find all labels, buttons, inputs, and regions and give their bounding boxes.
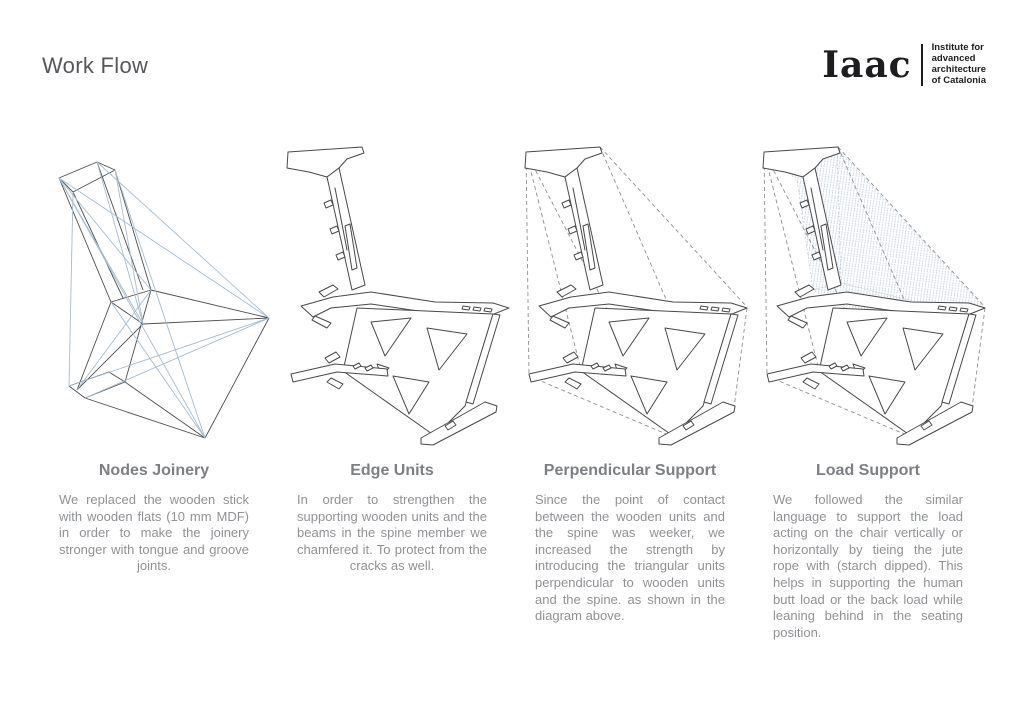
iaac-logo: Iaac Institute for advanced architecture… [822,42,986,88]
perpendicular-support-diagram [513,140,748,448]
column-body-text: We followed the similar language to supp… [773,492,963,640]
column-perpendicular-support: Perpendicular Support Since the point of… [512,140,748,641]
page-title: Work Flow [42,52,149,78]
tagline-line: advanced [931,53,976,65]
tagline-line: Institute for [931,42,984,54]
chair-rope-webbing-icon [762,146,985,446]
chair-outline-icon [286,146,509,446]
nodes-joinery-diagram [37,140,272,448]
load-support-diagram [751,140,986,448]
column-edge-units: Edge Units In order to strengthen the su… [274,140,510,641]
logo-tagline: Institute for advanced architecture of C… [932,42,986,88]
workflow-columns: Nodes Joinery We replaced the wooden sti… [36,140,988,641]
column-heading: Perpendicular Support [543,462,717,479]
column-nodes-joinery: Nodes Joinery We replaced the wooden sti… [36,140,272,641]
logo-divider [920,44,923,86]
column-heading: Edge Units [350,462,434,479]
tagline-line: architecture [931,64,986,75]
edge-units-diagram [275,140,510,448]
iaac-wordmark-text: Iaac [822,44,912,86]
column-load-support: Load Support We followed the similar lan… [750,140,986,641]
column-heading: Nodes Joinery [98,462,210,479]
tagline-line: of Catalonia [931,74,986,86]
column-body-text: In order to strengthen the supporting wo… [297,492,487,574]
wireframe-chair-icon [58,161,269,439]
column-body-text: We replaced the wooden stick with wooden… [59,492,249,574]
column-body-text: Since the point of contact between the w… [535,492,725,624]
chair-dashed-supports-icon [524,146,747,446]
column-heading: Load Support [816,462,920,479]
